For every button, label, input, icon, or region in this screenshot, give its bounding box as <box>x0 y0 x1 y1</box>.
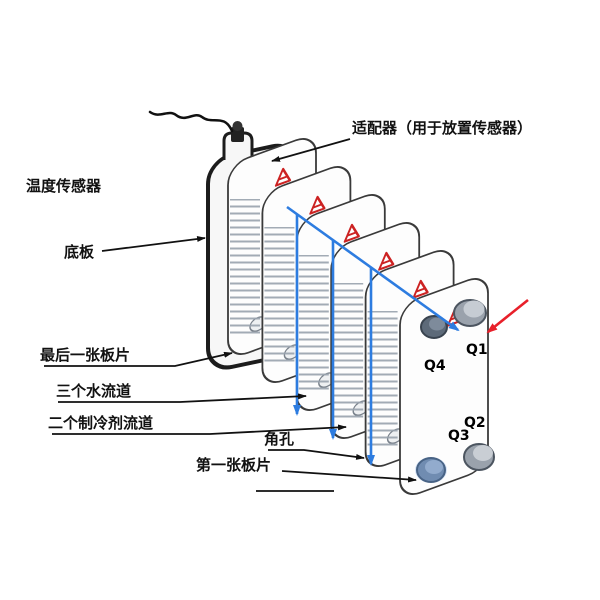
label-three-water-channels: 三个水流道 <box>56 382 132 400</box>
sensor-bolt <box>231 127 244 142</box>
plate-stack <box>227 138 489 495</box>
leader-corner-hole <box>268 449 365 460</box>
leader-last-plate <box>44 351 233 367</box>
ports <box>415 299 495 483</box>
leader-three-water <box>58 393 307 403</box>
label-adapter: 适配器（用于放置传感器） <box>352 119 533 137</box>
label-base-plate: 底板 <box>64 243 95 261</box>
leader-two-refrigerant <box>52 424 347 435</box>
sensor-bolt-head <box>232 121 243 131</box>
port-q3-shape <box>415 457 447 483</box>
leader-adapter <box>271 138 351 162</box>
label-corner-hole: 角孔 <box>264 430 295 448</box>
sensor-cable <box>148 110 234 133</box>
leader-base-plate <box>101 236 206 252</box>
port-label-q3: Q3 <box>448 428 470 444</box>
port-label-q1: Q1 <box>466 342 488 358</box>
label-temperature-sensor: 温度传感器 <box>26 177 102 195</box>
port-q1-shape <box>453 299 487 327</box>
flow-main-diagonal <box>286 205 460 332</box>
leader-first-plate <box>281 470 417 483</box>
port-label-q4: Q4 <box>424 358 446 374</box>
port-label-q2: Q2 <box>464 415 486 431</box>
label-first-plate: 第一张板片 <box>196 456 272 474</box>
label-last-plate: 最后一张板片 <box>40 346 131 364</box>
leader-lines <box>44 138 417 492</box>
port-q2-shape <box>463 443 495 471</box>
label-two-refrigerant-channels: 二个制冷剂流道 <box>48 414 154 432</box>
port-q4-shape <box>420 315 448 339</box>
refrigerant-arrow <box>486 298 529 334</box>
water-flow-arrows <box>286 205 460 466</box>
